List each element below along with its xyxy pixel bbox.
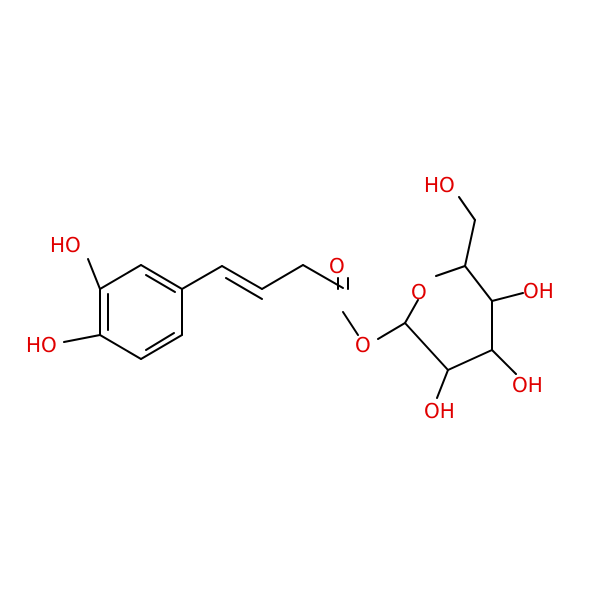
- bond: [261, 264, 304, 290]
- pyranose-ring: [404, 265, 493, 371]
- bond: [491, 349, 517, 375]
- bond: [464, 219, 476, 267]
- double-bond-inner: [225, 277, 263, 300]
- bond: [221, 265, 263, 290]
- bond: [342, 311, 359, 336]
- ring-oxygen-label: O: [411, 280, 427, 304]
- bond: [302, 264, 344, 289]
- bond: [181, 265, 223, 290]
- bond: [435, 265, 466, 277]
- carbonyl-oxygen-label: O: [329, 254, 345, 278]
- bond: [404, 299, 419, 324]
- bond: [87, 258, 101, 290]
- ester-oxygen-label: O: [355, 333, 371, 357]
- bond: [464, 265, 493, 302]
- hydroxyl-label: HO: [26, 333, 57, 357]
- bond: [63, 334, 101, 343]
- bond: [99, 334, 142, 360]
- bond: [447, 349, 493, 371]
- bond: [458, 196, 476, 221]
- benzene-ring: [99, 264, 183, 360]
- hydroxyl-label: OH: [424, 399, 455, 423]
- hydroxyl-label: OH: [512, 373, 543, 397]
- bond: [436, 369, 449, 399]
- bond: [377, 322, 406, 340]
- hydroxymethyl-label: HO: [424, 173, 455, 197]
- hydroxyl-label: HO: [50, 233, 81, 257]
- bond: [404, 322, 449, 371]
- double-bond-inner: [145, 274, 176, 293]
- bond: [491, 292, 524, 302]
- double-bond-inner: [145, 332, 175, 351]
- hydroxyl-label: OH: [523, 279, 554, 303]
- bond: [140, 264, 183, 290]
- bond: [140, 334, 183, 360]
- bond: [99, 264, 142, 290]
